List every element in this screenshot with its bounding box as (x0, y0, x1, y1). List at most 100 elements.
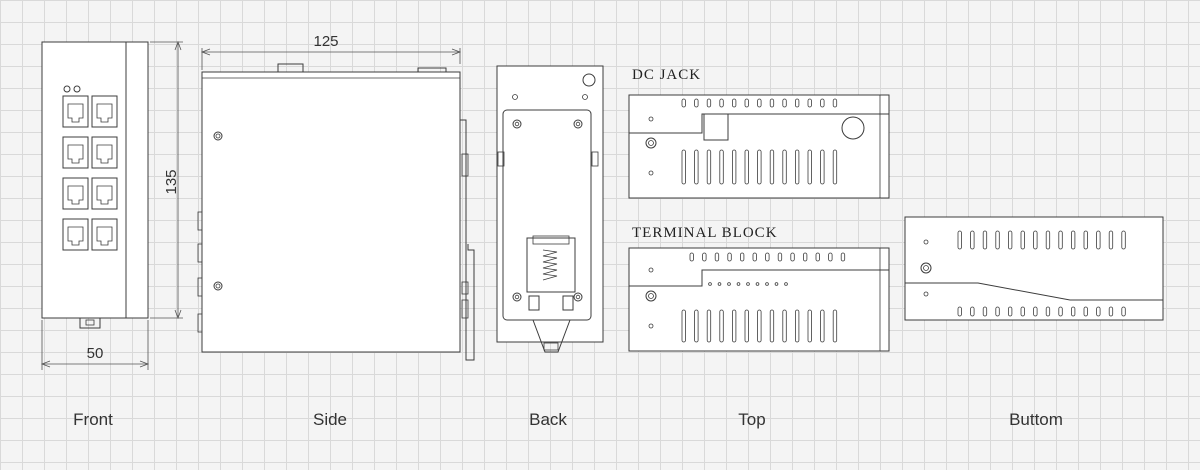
dc-jack-title: DC JACK (632, 67, 701, 83)
vent-slot (1033, 306, 1038, 317)
label-side: Side (312, 410, 348, 429)
terminal-pin (736, 282, 741, 286)
rj45-port-group (62, 95, 118, 251)
vent-slot (1121, 306, 1126, 317)
vent-slot (1108, 230, 1114, 250)
rj45-port (62, 177, 89, 210)
screw-hole (213, 281, 223, 291)
vent-slot (719, 98, 724, 108)
din-plate (502, 109, 592, 321)
vent-slot (970, 306, 975, 317)
vent-slot (803, 252, 808, 262)
terminal-pin (755, 282, 760, 286)
vent-slot (982, 230, 988, 250)
vent-slot (740, 252, 745, 262)
vent-slot (815, 252, 820, 262)
vent-slot (1083, 230, 1088, 250)
vent-slot (782, 309, 787, 343)
terminal-pin (727, 282, 731, 286)
vent-slot (807, 149, 812, 185)
label-front: Front (73, 410, 113, 429)
front-body (41, 41, 149, 319)
vent-slot (1058, 230, 1063, 250)
vent-slot (1096, 230, 1101, 250)
vent-slot (1083, 306, 1088, 317)
vent-slot (832, 149, 838, 185)
terminal-pin (784, 282, 788, 286)
vent-slot (769, 98, 775, 108)
terminal-block-title: TERMINAL BLOCK (632, 225, 778, 241)
rj45-port (62, 136, 89, 169)
vent-slot (807, 98, 812, 108)
vent-slot (820, 309, 825, 343)
vent-slot (790, 252, 795, 262)
clip-spring (542, 249, 558, 281)
rj45-port (91, 218, 118, 251)
ground-screw (582, 73, 596, 87)
vent-slot (820, 149, 825, 185)
din-clip (79, 318, 101, 329)
vent-slot (982, 306, 988, 317)
vent-slot (1096, 306, 1101, 317)
vent-slot (681, 309, 686, 343)
height-dimension: 135 (163, 169, 180, 194)
vent-slot (765, 252, 770, 262)
vent-slot (719, 309, 724, 343)
vent-slot (995, 230, 1000, 250)
vent-slot (1008, 306, 1013, 317)
vent-slot (757, 98, 762, 108)
vent-slot (1008, 230, 1013, 250)
label-back: Back (529, 410, 567, 429)
side-body (201, 71, 461, 353)
vent-slot (732, 149, 737, 185)
vent-slot (777, 252, 783, 262)
vent-slot (727, 252, 732, 262)
vent-slot (689, 252, 694, 262)
vent-slot (1071, 230, 1076, 250)
vent-slot (681, 98, 686, 108)
vent-slot (706, 98, 712, 108)
vent-slot (795, 149, 800, 185)
vent-slot (706, 149, 712, 185)
vent-slot (694, 309, 699, 343)
vent-slot (807, 309, 812, 343)
vent-slot (795, 309, 800, 343)
vent-slot (957, 306, 962, 317)
top-view-terminal-block: TERMINAL BLOCK (628, 225, 890, 352)
vent-slot (840, 252, 846, 262)
vent-slot (744, 98, 749, 108)
vent-slot (832, 98, 838, 108)
vent-slot (782, 98, 787, 108)
terminal-pin (717, 282, 722, 286)
vent-slot (1045, 230, 1051, 250)
vent-slot (957, 230, 962, 250)
vent-slot (769, 149, 775, 185)
top-view-dc-jack: DC JACK (628, 67, 890, 199)
din-rail-profile (460, 119, 475, 361)
vent-slot (828, 252, 833, 262)
bottom-profile-line (905, 282, 1163, 301)
vent-slot (1020, 230, 1025, 250)
vent-slot (1033, 230, 1038, 250)
depth-dimension: 50 (87, 345, 104, 362)
vent-slot (752, 252, 757, 262)
vent-slot (732, 98, 737, 108)
vent-slot (744, 309, 749, 343)
vent-slot (714, 252, 720, 262)
led-indicator (73, 85, 81, 93)
rj45-port (62, 218, 89, 251)
vent-slot (732, 309, 737, 343)
label-bottom: Buttom (1009, 410, 1063, 429)
rj45-port (91, 177, 118, 210)
terminal-pin (765, 282, 769, 286)
led-indicator (63, 85, 71, 93)
vent-slot (970, 230, 975, 250)
terminal-pin (774, 282, 779, 286)
label-top: Top (738, 410, 766, 429)
bottom-view (904, 216, 1164, 321)
vent-slot (757, 309, 762, 343)
vent-slot (702, 252, 707, 262)
front-view: 135 50 (40, 40, 183, 370)
